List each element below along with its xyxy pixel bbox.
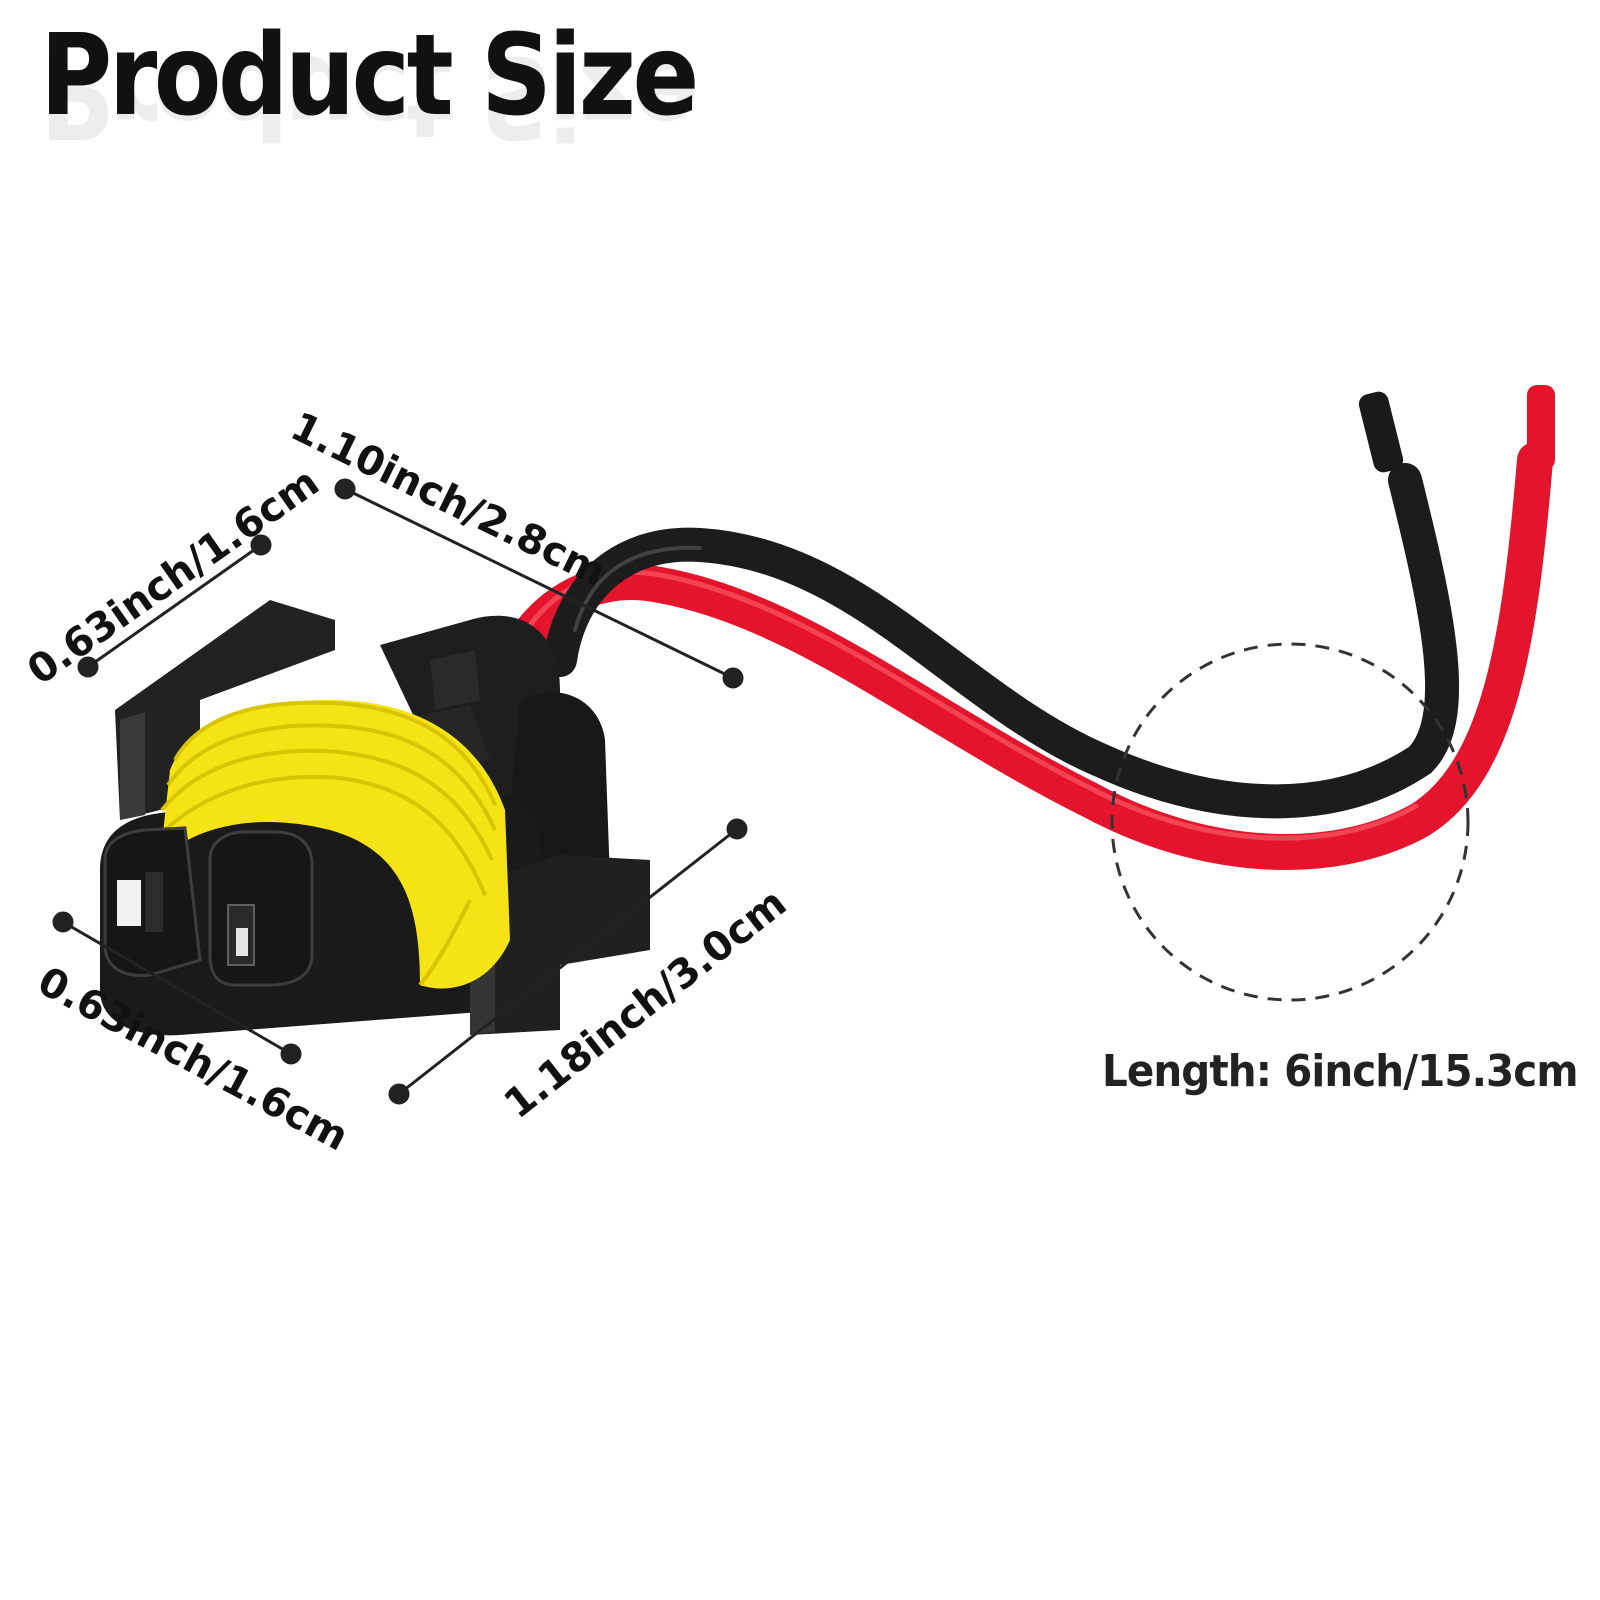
red-wire-tip (1527, 385, 1555, 470)
black-wire (543, 463, 1460, 819)
wire-length-label: Length: 6inch/15.3cm (1102, 1046, 1579, 1097)
wire-length-highlight (1110, 642, 1470, 1002)
dimension-markers (52, 478, 748, 1105)
black-wire-tip (1358, 391, 1404, 473)
connector-body (100, 600, 650, 1036)
wire-harness (507, 385, 1555, 870)
yellow-seal (158, 700, 510, 989)
socket-left (103, 826, 202, 977)
red-wire (507, 442, 1553, 870)
product-title: Product Size (40, 11, 699, 141)
socket-right (208, 830, 314, 987)
dimension-label-top-length: 1.10inch/2.8cm (284, 404, 613, 596)
